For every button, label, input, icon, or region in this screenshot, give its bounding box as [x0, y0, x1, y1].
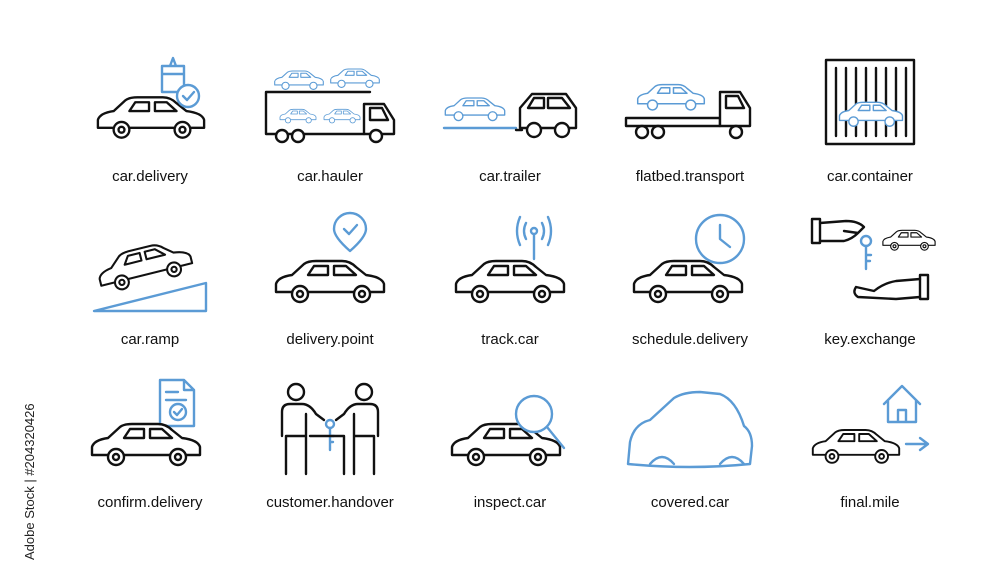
- icon-card-car-hauler: car.hauler: [240, 48, 420, 211]
- icon-label: car.hauler: [297, 168, 363, 185]
- icon-label: final.mile: [840, 494, 900, 511]
- icon-card-car-ramp: car.ramp: [60, 211, 240, 374]
- car-signal-tracker-icon: [454, 215, 566, 304]
- icon-label: delivery.point: [286, 331, 374, 348]
- icon-label: car.container: [827, 168, 913, 185]
- icon-card-covered-car: covered.car: [600, 374, 780, 537]
- icon-label: customer.handover: [266, 494, 394, 511]
- car-trailer-icon: [442, 92, 578, 139]
- car-house-arrow-icon: [811, 384, 930, 464]
- car-hauler-truck-icon: [264, 68, 396, 144]
- car-box-check-icon: [96, 56, 206, 139]
- icon-label: inspect.car: [473, 494, 547, 511]
- icon-card-key-exchange: key.exchange: [780, 211, 960, 374]
- car-location-pin-icon: [274, 211, 386, 304]
- hands-key-car-icon: [810, 217, 937, 301]
- icon-label: confirm.delivery: [97, 494, 203, 511]
- car-cover-icon: [626, 390, 754, 469]
- icon-label: car.ramp: [120, 331, 180, 348]
- icon-card-track-car: track.car: [420, 211, 600, 374]
- stock-id-text: Adobe Stock | #204320426: [22, 403, 37, 560]
- stock-watermark-id: Adobe Stock | #204320426: [6, 340, 37, 560]
- flatbed-truck-icon: [624, 83, 752, 140]
- icon-label: car.trailer: [479, 168, 541, 185]
- icon-label: car.delivery: [112, 168, 188, 185]
- icon-card-car-trailer: car.trailer: [420, 48, 600, 211]
- car-magnifier-icon: [450, 394, 566, 467]
- icon-card-inspect-car: inspect.car: [420, 374, 600, 537]
- icon-card-car-container: car.container: [780, 48, 960, 211]
- icon-card-final-mile: final.mile: [780, 374, 960, 537]
- icon-label: key.exchange: [824, 331, 916, 348]
- icon-card-car-delivery: car.delivery: [60, 48, 240, 211]
- icon-label: flatbed.transport: [635, 168, 745, 185]
- icon-card-confirm-delivery: confirm.delivery: [60, 374, 240, 537]
- icon-card-customer-handover: customer.handover: [240, 374, 420, 537]
- icon-grid: car.delivery car.hauler car.trailer: [60, 48, 960, 538]
- car-clock-icon: [632, 213, 746, 304]
- people-handover-key-icon: [280, 382, 380, 476]
- icon-label: schedule.delivery: [632, 331, 748, 348]
- icon-card-delivery-point: delivery.point: [240, 211, 420, 374]
- icon-label: track.car: [481, 331, 539, 348]
- car-ramp-icon: [92, 235, 208, 313]
- icon-card-flatbed-transport: flatbed.transport: [600, 48, 780, 211]
- icon-card-schedule-delivery: schedule.delivery: [600, 211, 780, 374]
- car-document-check-icon: [90, 378, 202, 467]
- car-container-icon: [824, 58, 916, 146]
- icon-label: covered.car: [650, 494, 730, 511]
